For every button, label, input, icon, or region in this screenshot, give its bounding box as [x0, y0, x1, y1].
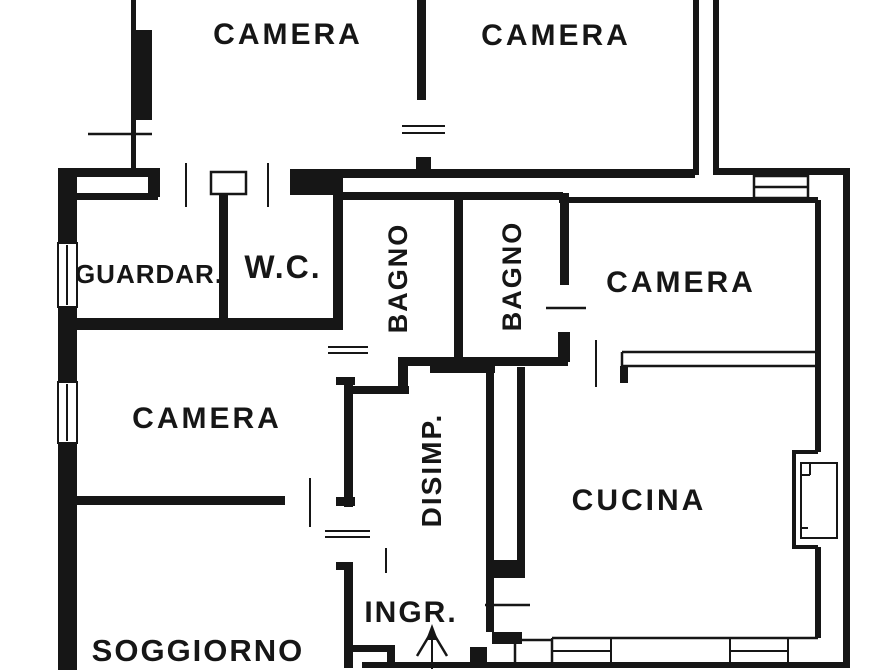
room-label-ingresso: INGR. [364, 596, 457, 629]
room-label-soggiorno: SOGGIORNO [92, 633, 305, 668]
room-label-bagno-1: BAGNO [383, 223, 413, 334]
room-label-guardaroba: GUARDAR. [75, 259, 223, 289]
room-label-camera-3: CAMERA [606, 266, 756, 299]
room-label-disimpegno: DISIMP. [416, 413, 447, 528]
room-label-camera-1: CAMERA [213, 18, 363, 51]
room-label-wc: W.C. [244, 249, 321, 285]
room-label-bagno-2: BAGNO [497, 221, 527, 332]
walls [58, 0, 850, 670]
balcony-door-recess [792, 450, 818, 549]
wall-stub [209, 170, 248, 196]
door-threshold [328, 346, 368, 354]
south-wall-windows [513, 636, 818, 666]
window-symbol [57, 381, 78, 444]
room-label-camera-4: CAMERA [132, 402, 282, 435]
door-threshold [402, 125, 445, 134]
hollow-wall [620, 350, 818, 368]
room-label-cucina: CUCINA [572, 484, 707, 517]
window-symbol [57, 242, 78, 308]
balcony-door-frame [800, 462, 838, 539]
entrance-arrow-icon [415, 624, 449, 669]
door-threshold [325, 530, 370, 538]
door-leaf [185, 163, 597, 573]
window-symbol [752, 174, 810, 200]
room-label-camera-2: CAMERA [481, 19, 631, 52]
